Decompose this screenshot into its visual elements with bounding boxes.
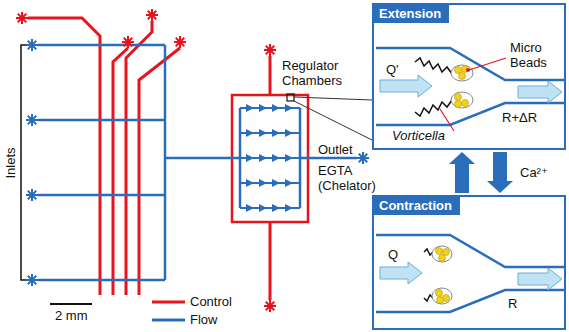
regulator-chamber bbox=[246, 104, 254, 112]
port-star bbox=[16, 12, 28, 24]
port-star bbox=[264, 300, 276, 312]
regulator-chamber bbox=[259, 129, 267, 137]
regulator-chamber bbox=[259, 104, 267, 112]
regulator-chamber bbox=[246, 154, 254, 162]
zoom-marker bbox=[287, 94, 294, 101]
reagent-label: Ca²⁺ bbox=[520, 165, 548, 180]
legend-label: Control bbox=[190, 294, 232, 309]
annotation-label: Micro Beads bbox=[510, 40, 558, 70]
port-star bbox=[174, 36, 186, 48]
port-star bbox=[26, 39, 38, 51]
annotation-label: Q' bbox=[386, 62, 399, 77]
regulator-chamber bbox=[246, 204, 254, 212]
annotation-label: Inlets bbox=[3, 147, 18, 178]
reaction-arrow bbox=[487, 152, 513, 193]
zoom-line bbox=[294, 101, 372, 140]
regulator-chamber bbox=[259, 154, 267, 162]
regulator-chamber bbox=[285, 129, 293, 137]
panel-heading: Contraction bbox=[374, 197, 460, 215]
regulator-chamber bbox=[285, 154, 293, 162]
legend-sample bbox=[152, 319, 185, 322]
regulator-chamber bbox=[285, 179, 293, 187]
regulator-chamber bbox=[246, 129, 254, 137]
scale-bar bbox=[50, 303, 92, 305]
zoom-line bbox=[294, 97, 372, 100]
regulator-chamber bbox=[272, 179, 280, 187]
inset-panel: Extension bbox=[372, 3, 566, 150]
inset-panel: Contraction bbox=[372, 195, 566, 330]
reaction-arrow bbox=[449, 152, 475, 193]
regulator-chamber bbox=[272, 129, 280, 137]
port-star bbox=[264, 44, 276, 56]
regulator-chamber bbox=[285, 104, 293, 112]
regulator-chamber bbox=[272, 204, 280, 212]
port-star bbox=[122, 36, 134, 48]
annotation-label: Outlet bbox=[318, 142, 353, 157]
legend-label: Flow bbox=[190, 312, 217, 327]
regulator-chamber bbox=[285, 204, 293, 212]
port-star bbox=[146, 9, 158, 21]
legend-sample bbox=[152, 301, 185, 304]
port-star bbox=[26, 114, 38, 126]
reagent-label: EGTA (Chelator) bbox=[318, 163, 384, 193]
inlets-bracket bbox=[21, 45, 27, 280]
regulator-chamber bbox=[272, 104, 280, 112]
regulator-chamber bbox=[259, 179, 267, 187]
annotation-label: Q bbox=[388, 247, 398, 262]
port-star bbox=[26, 274, 38, 286]
annotation-label: Regulator Chambers bbox=[282, 58, 348, 88]
regulator-chamber bbox=[259, 204, 267, 212]
annotation-label: R bbox=[508, 296, 517, 311]
port-star bbox=[357, 152, 369, 164]
regulator-chamber bbox=[246, 179, 254, 187]
contraction-chamber bbox=[376, 235, 566, 312]
flow-lines bbox=[38, 45, 357, 280]
port-star bbox=[26, 189, 38, 201]
annotation-label: 2 mm bbox=[55, 308, 88, 323]
annotation-label: R+ΔR bbox=[502, 110, 537, 125]
regulator-chamber bbox=[272, 154, 280, 162]
annotation-label: Vorticella bbox=[392, 128, 445, 143]
panel-heading: Extension bbox=[374, 5, 449, 23]
control-lines bbox=[28, 18, 308, 300]
